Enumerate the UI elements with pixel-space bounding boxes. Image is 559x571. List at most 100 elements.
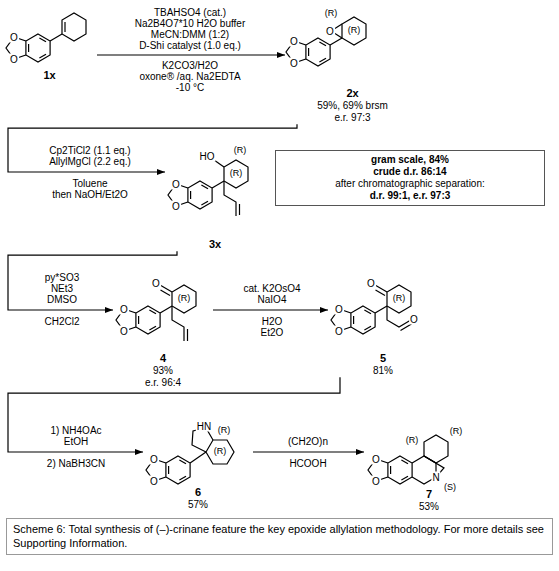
compound-number: 1x [2,69,97,82]
reagent-text: AllylMgCl (2.2 eq.) [49,156,131,167]
stereo-label: (R) [177,294,192,304]
compound-number: 5 [328,352,438,365]
reagent-text: -10 °C [176,82,204,93]
reaction-arrow [8,377,340,452]
compound: 2x59%, 69% brsme.r. 97:3 [285,3,420,124]
yield-text: e.r. 96:4 [113,377,213,389]
atom-label: O [9,32,19,43]
bond-line [62,13,86,41]
structure-6 [146,428,234,484]
result-line: after chromatographic separation: [282,178,538,190]
bond-line [206,440,234,464]
result-line: crude d.r. 86:14 [282,166,538,178]
reagent-text: DMSO [47,294,77,305]
bond-line [64,22,65,32]
atom-label: O [325,26,335,37]
bond-line [387,285,411,313]
reaction-arrow [213,309,328,310]
reagent-text: NEt3 [51,283,73,294]
reagent-text: NaIO4 [258,294,287,305]
reagent-text: py*SO3 [45,272,79,283]
bond-line [224,181,236,216]
reagent-text: 2) NaBH3CN [47,458,105,469]
bond-line [160,306,172,313]
atom-label: O [171,201,181,212]
structure-4 [116,285,196,341]
stereo-label: (R) [217,426,232,436]
reaction-arrow [97,54,285,55]
compound-number: 3x [165,238,265,251]
reagent-text: (CH2O)n [288,436,328,447]
reagent-text: oxone® /aq. Na2EDTA [139,71,240,82]
bond-line [214,160,224,167]
bond-line [190,452,206,463]
reagent-text: Et2O [261,327,284,338]
atom-label: O [119,326,129,337]
reagent-text: 1) NH4OAc [50,425,101,436]
yield-text: e.r. 97:3 [285,112,420,124]
atom-label: O [366,278,376,289]
stereo-label: (R) [229,169,244,179]
reagent-text: Na2B4O7*10 H2O buffer [135,18,245,29]
reagent-text: MeCN:DMM (1:2) [151,29,229,40]
compound: 1x [2,5,97,82]
bond-line [330,38,342,45]
result-line: d.r. 99:1, e.r. 97:3 [282,190,538,202]
atom-label: O [149,476,159,487]
bond-line [375,306,387,313]
bond-line [376,290,386,296]
reaction-arrow [8,251,177,310]
reaction-arrow [8,124,297,172]
reagent-text: then NaOH/Et2O [52,189,128,200]
bond-line [50,34,62,41]
atom-label: O [334,304,344,315]
stereo-label: (R) [213,447,228,457]
caption-text: Scheme 6: Total synthesis of (–)-crinane… [13,522,546,551]
bond-line [187,329,188,341]
reagent-text: TBAHSO4 (cat.) [154,7,226,18]
atom-label: O [171,179,181,190]
atom-label: O [289,58,299,69]
structure-3x [168,160,248,216]
reaction-arrow [253,451,364,452]
atom-label: O [371,476,381,487]
bond-line [342,17,366,45]
yield-text: 93% [113,365,213,377]
stereo-label: (R) [449,427,464,437]
atom-label: O [119,304,129,315]
reagent-text: CH2Cl2 [44,316,79,327]
stereo-label: (R) [405,436,420,446]
bond-line [172,285,196,313]
yield-text: 81% [328,365,438,377]
stereo-label: (R) [347,26,362,36]
reagent-text: Toluene [72,178,107,189]
compound: 581% [328,272,438,377]
stereo-label: (R) [233,146,248,156]
bond-line [212,181,224,188]
stereo-label: (R) [324,9,339,19]
stereo-label: (S) [443,483,457,493]
stereo-label: (R) [392,294,407,304]
atom-label: O [289,36,299,47]
reagent-text: Cp2TiCl2 (1.1 eq.) [49,145,130,156]
compound-number: 2x [285,87,420,100]
atom-label: O [371,454,381,465]
bond-line [172,306,184,341]
reagent-text: K2CO3/H2O [162,60,218,71]
reagent-text: HCOOH [289,458,326,469]
reagent-text: cat. K2OsO4 [243,283,300,294]
reagent-text: D-Shi catalyst (1.0 eq.) [139,40,241,51]
atom-label: HN [196,421,212,432]
caption-box: Scheme 6: Total synthesis of (–)-crinane… [6,518,553,555]
reagent-text: EtOH [64,436,88,447]
bond-line [224,160,248,188]
compound: 753% [364,405,494,513]
bond-line [192,428,213,452]
result-box: gram scale, 84%crude d.r. 86:14after chr… [275,150,545,206]
atom-label: O [334,326,344,337]
bond-line [401,324,412,331]
result-line: gram scale, 84% [282,154,538,166]
bond-line [387,306,410,327]
bond-line [161,290,171,296]
compound-number: 7 [364,488,494,501]
